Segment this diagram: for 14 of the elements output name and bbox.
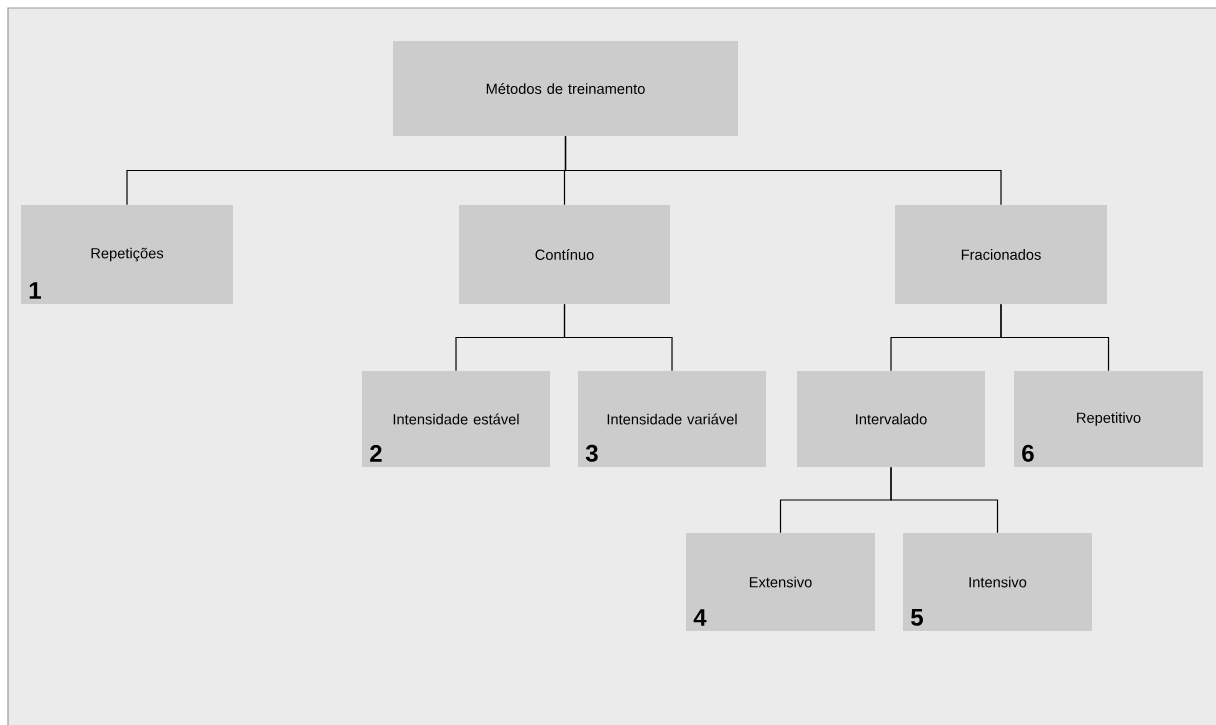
callout-number: 6 <box>1022 444 1034 462</box>
callout-number: 5 <box>911 609 923 626</box>
process-box: Intervalado <box>797 371 985 467</box>
connector-line <box>563 303 673 372</box>
connector-line <box>890 466 999 534</box>
callout-number: 2 <box>370 444 382 462</box>
connector-line <box>1000 303 1110 372</box>
process-box: Métodos de treinamento <box>393 41 738 136</box>
callout-number: 3 <box>585 444 598 462</box>
callout-number: 1 <box>29 282 41 299</box>
connector-line <box>564 135 1002 206</box>
process-box: Contínuo <box>459 205 670 304</box>
process-box: Fracionados <box>895 205 1107 304</box>
callout-number: 4 <box>693 609 707 626</box>
